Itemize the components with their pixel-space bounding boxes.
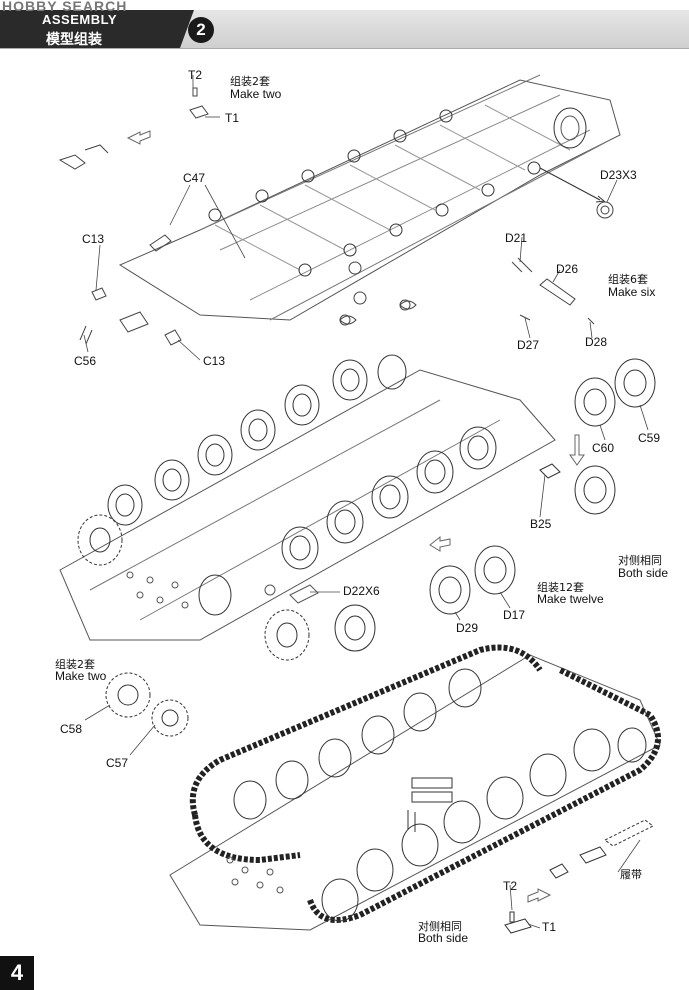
part-label-c60: C60 xyxy=(592,441,615,455)
header-title-block xyxy=(0,10,180,48)
part-label-c56: C56 xyxy=(74,354,97,368)
part-label-t2-top: T2 xyxy=(188,68,203,82)
part-label-d23x3: D23X3 xyxy=(600,168,637,182)
make-twelve-en-label: Make twelve xyxy=(537,592,604,606)
make-two-cn-label-2: 组装2套 xyxy=(55,658,95,671)
make-six-en-label: Make six xyxy=(608,285,656,299)
track-cn-label: 履带 xyxy=(620,868,642,881)
make-two-en-label-2: Make two xyxy=(55,669,107,683)
part-label-t1-bottom: T1 xyxy=(542,920,557,934)
part-label-c13-left: C13 xyxy=(82,232,105,246)
part-label-d26: D26 xyxy=(556,262,579,276)
watermark-logo: HOBBY SEARCH xyxy=(2,0,128,14)
step-number-badge: 2 xyxy=(188,17,214,43)
both-side-cn-label-2: 对侧相同 xyxy=(418,920,462,933)
part-label-d21: D21 xyxy=(505,231,528,245)
part-label-c13-bottom: C13 xyxy=(203,354,226,368)
make-two-en-label-1: Make two xyxy=(230,87,282,101)
part-label-d17: D17 xyxy=(503,608,526,622)
part-label-d27: D27 xyxy=(517,338,540,352)
part-label-c59: C59 xyxy=(638,431,661,445)
make-two-cn-label-1: 组装2套 xyxy=(230,75,270,88)
make-six-cn-label: 组装6套 xyxy=(608,273,648,286)
part-label-d22x6: D22X6 xyxy=(343,584,380,598)
header-title: ASSEMBLY xyxy=(42,12,118,27)
hull-bottom-drawing xyxy=(105,644,661,934)
hull-middle-drawing xyxy=(59,354,656,661)
part-label-c47: C47 xyxy=(183,171,206,185)
part-label-c58: C58 xyxy=(60,722,83,736)
part-label-d28: D28 xyxy=(585,335,608,349)
page-number: 4 xyxy=(0,956,34,990)
hull-upper-drawing xyxy=(58,74,621,346)
part-label-t2-bottom: T2 xyxy=(503,879,518,893)
part-label-b25: B25 xyxy=(530,517,552,531)
both-side-en-label-1: Both side xyxy=(618,566,669,580)
part-label-t1-top: T1 xyxy=(225,111,240,125)
both-side-cn-label-1: 对侧相同 xyxy=(618,554,662,567)
part-label-c57: C57 xyxy=(106,756,129,770)
both-side-en-label-2: Both side xyxy=(418,931,469,945)
make-twelve-cn-label: 组装12套 xyxy=(537,581,584,594)
header-subtitle: 模型组装 xyxy=(46,32,102,48)
part-label-d29: D29 xyxy=(456,621,479,635)
